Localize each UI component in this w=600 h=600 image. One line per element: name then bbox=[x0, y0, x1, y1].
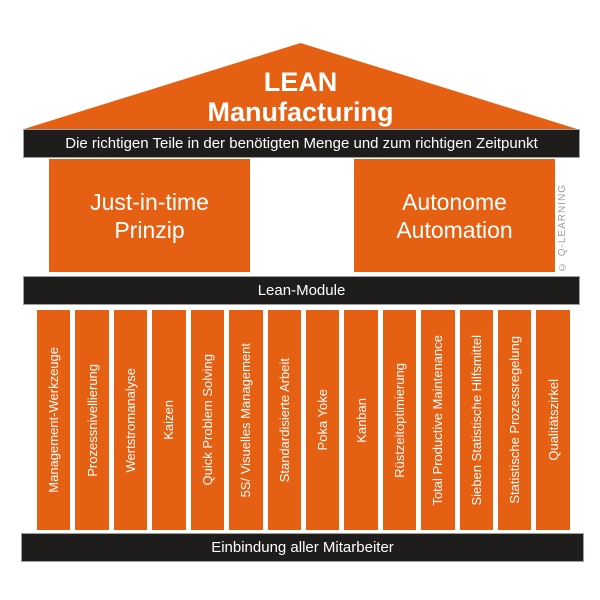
module-label: Rüstzeitoptimierung bbox=[392, 362, 407, 478]
module-pillar: Standardisierte Arbeit bbox=[267, 310, 301, 530]
copyright-label: © Q-LEARNING bbox=[556, 184, 568, 273]
module-label: Standardisierte Arbeit bbox=[276, 357, 292, 483]
module-pillar: Kaizen bbox=[152, 310, 186, 530]
module-label: Qualitätszirkel bbox=[545, 379, 561, 461]
roof-title-line1: LEAN bbox=[263, 67, 338, 97]
module-pillar: Statistische Prozessregelung bbox=[498, 310, 532, 530]
module-label: 5S/ Visuelles Management bbox=[238, 342, 254, 498]
modules-banner-label: Lean-Module bbox=[257, 282, 346, 299]
module-pillar: Qualitätszirkel bbox=[536, 310, 570, 530]
module-pillar: Poka Yoke bbox=[305, 310, 340, 530]
module-pillar: Kanban bbox=[344, 310, 378, 530]
module-label: Kanban bbox=[353, 397, 369, 443]
module-label: Quick Problem Solving bbox=[199, 354, 215, 486]
roof-triangle: LEAN Manufacturing bbox=[24, 43, 577, 129]
principle-jit-line2: Prinzip bbox=[114, 216, 185, 243]
principle-box-just-in-time: Just-in-time Prinzip bbox=[49, 159, 250, 272]
module-pillar: 5S/ Visuelles Management bbox=[229, 310, 263, 530]
principle-jit-line1: Just-in-time bbox=[90, 188, 209, 215]
module-label: Kaizen bbox=[161, 400, 177, 440]
copyright-note: © Q-LEARNING bbox=[555, 184, 569, 272]
roof-title-line2: Manufacturing bbox=[207, 97, 394, 127]
module-label: Wertstromanalyse bbox=[123, 367, 139, 473]
roof-banner-label: Die richtigen Teile in der benötigten Me… bbox=[65, 135, 538, 152]
module-pillar: Sieben Statistische Hilfsmittel bbox=[459, 310, 494, 530]
module-label: Prozessnivellierung bbox=[84, 363, 100, 477]
module-pillar: Total Productive Maintenance bbox=[421, 310, 455, 530]
module-pillar: Management-Werkzeuge bbox=[37, 310, 71, 530]
module-label: Total Productive Maintenance bbox=[430, 334, 446, 506]
module-label: Poka Yoke bbox=[315, 389, 331, 451]
base-banner: Einbindung aller Mitarbeiter bbox=[21, 533, 584, 562]
module-label: Sieben Statistische Hilfsmittel bbox=[468, 334, 484, 506]
base-banner-label: Einbindung aller Mitarbeiter bbox=[211, 539, 394, 556]
module-pillar: Prozessnivellierung bbox=[75, 310, 109, 530]
module-label: Statistische Prozessregelung bbox=[507, 336, 523, 504]
module-pillar: Quick Problem Solving bbox=[190, 310, 225, 530]
modules-banner: Lean-Module bbox=[23, 276, 580, 305]
principle-autonomation-line1: Autonome bbox=[402, 188, 507, 215]
principle-box-autonome-automation: Autonome Automation bbox=[354, 159, 555, 272]
principle-autonomation-line2: Automation bbox=[396, 216, 513, 243]
roof-banner: Die richtigen Teile in der benötigten Me… bbox=[23, 129, 580, 158]
module-pillar: Wertstromanalyse bbox=[113, 310, 148, 530]
lean-modules-pillars: Management-Werkzeuge Prozessnivellierung… bbox=[37, 310, 570, 530]
module-pillar: Rüstzeitoptimierung bbox=[382, 310, 417, 530]
module-label: Management-Werkzeuge bbox=[46, 347, 62, 493]
